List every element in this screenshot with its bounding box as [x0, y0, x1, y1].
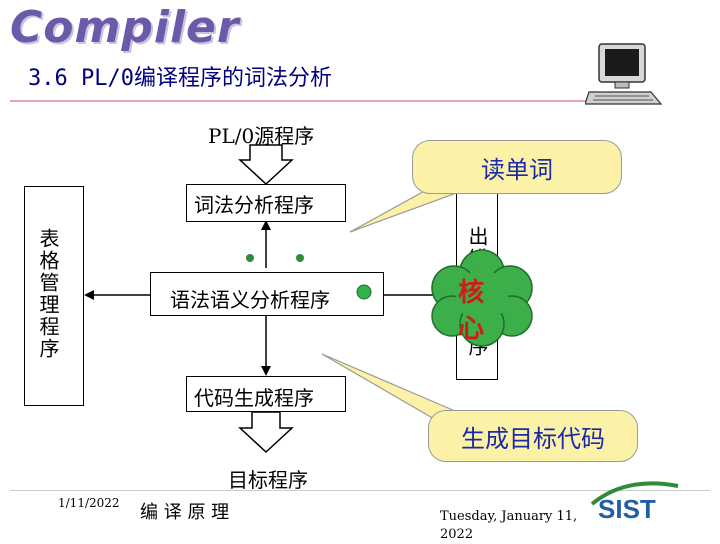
table-manager-label: 表格管理程序	[36, 228, 60, 360]
gen-code-callout: 生成目标代码	[428, 410, 638, 462]
parser-label: 语法语义分析程序	[170, 288, 330, 312]
source-program-label: PL/0源程序	[208, 124, 315, 148]
core-label-top: 核	[458, 278, 485, 308]
table-manager-box	[24, 186, 84, 406]
lexer-box	[186, 184, 346, 222]
title-underline	[10, 100, 600, 102]
parser-box	[150, 272, 384, 316]
source-arrow	[238, 144, 294, 186]
sist-logo: SIST	[590, 481, 679, 524]
lexer-label: 词法分析程序	[194, 193, 314, 217]
codegen-box	[186, 376, 346, 412]
footer-divider	[10, 490, 710, 491]
read-word-callout: 读单词	[412, 140, 622, 194]
parser-decor-dots	[246, 254, 372, 300]
core-label-bottom: 心	[458, 314, 485, 344]
compiler-logo: Compiler	[10, 2, 240, 53]
target-arrow	[238, 411, 294, 454]
computer-icon	[585, 43, 663, 105]
read-word-pointer	[349, 187, 471, 233]
svg-text:SIST: SIST	[598, 494, 656, 524]
core-cloud-icon	[431, 249, 533, 347]
target-program-label: 目标程序	[228, 468, 308, 492]
footer-course-name: 编 译 原 理	[140, 502, 230, 523]
footer-date-left: 1/11/2022	[58, 496, 120, 510]
page-title: 3.6 PL/0编译程序的词法分析	[28, 66, 332, 91]
codegen-label: 代码生成程序	[194, 386, 314, 410]
footer-date-right: Tuesday, January 11, 2022	[440, 509, 578, 542]
